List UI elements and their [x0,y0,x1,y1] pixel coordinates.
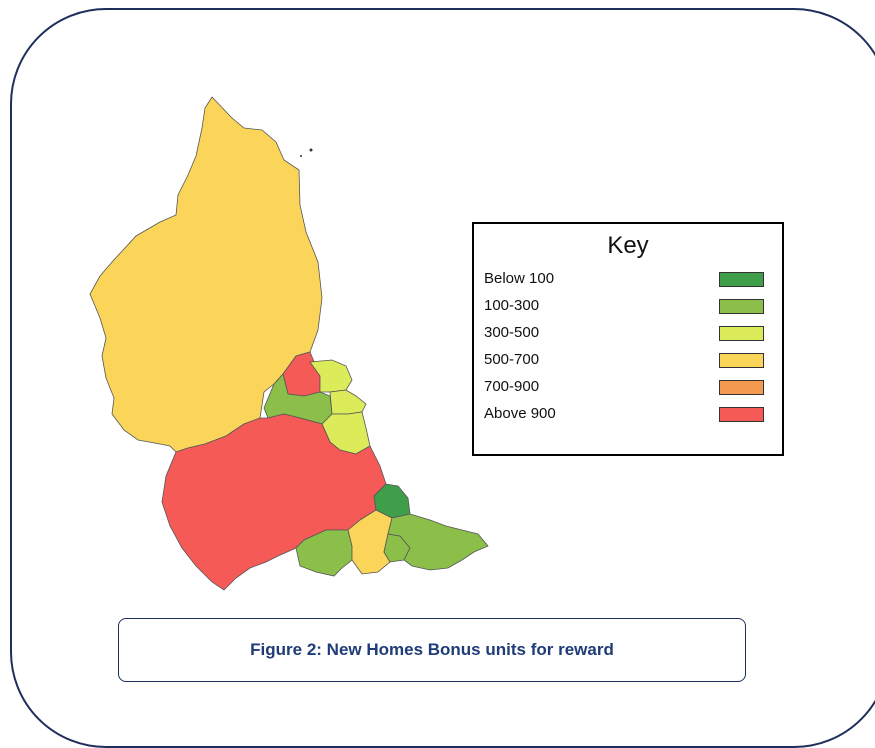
legend-label: 100-300 [484,297,540,314]
legend-item: 700-900 [484,376,764,400]
island-mark [309,148,313,152]
legend-label: 500-700 [484,351,540,368]
map-legend: Key Below 100 100-300 300-500 500-700 70… [472,222,784,456]
legend-item: 500-700 [484,349,764,373]
legend-swatch [719,407,764,422]
island-mark [300,155,302,157]
legend-swatch [719,353,764,368]
legend-swatch [719,380,764,395]
caption-text: Figure 2: New Homes Bonus units for rewa… [250,640,614,659]
region-map [89,96,489,591]
legend-title: Key [607,232,649,259]
legend-swatch [719,272,764,287]
legend-item: 300-500 [484,322,764,346]
legend-label: 300-500 [484,324,540,341]
legend-swatch [719,326,764,341]
legend-label: Above 900 [484,405,556,422]
legend-item: Below 100 [484,268,764,292]
legend-swatch [719,299,764,314]
legend-label: Below 100 [484,270,555,287]
figure-caption: Figure 2: New Homes Bonus units for rewa… [118,618,746,682]
legend-item: 100-300 [484,295,764,319]
legend-label: 700-900 [484,378,540,395]
region-south-tyneside[interactable] [329,389,367,415]
region-redcar-cleveland[interactable] [387,513,489,571]
legend-item: Above 900 [484,403,764,427]
